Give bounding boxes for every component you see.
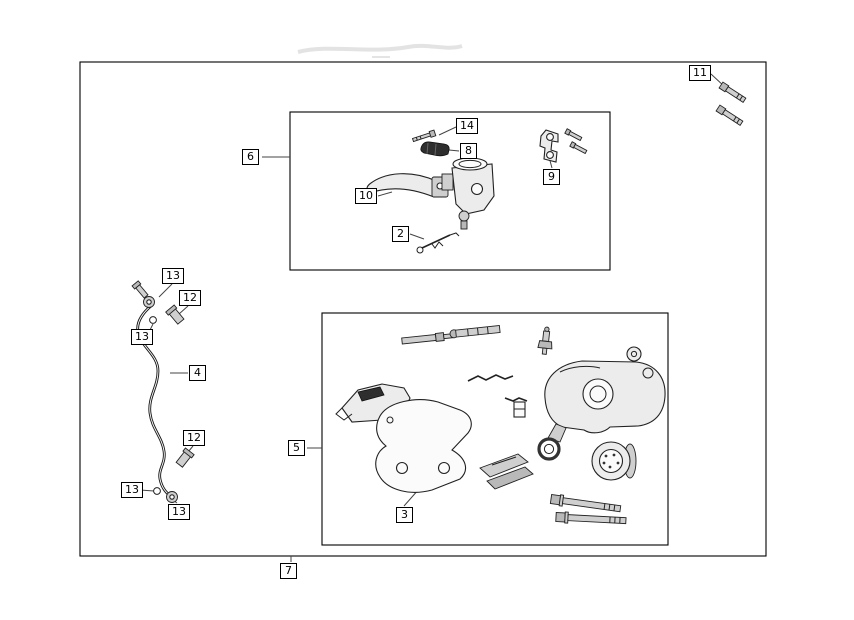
callout-8: 8 (460, 143, 477, 159)
callout-10: 10 (355, 188, 377, 204)
bolt-11a (718, 81, 747, 103)
slider-pin (401, 332, 455, 345)
master-cylinder (441, 157, 495, 230)
brake-pads (479, 453, 534, 490)
banjo-fitting-bottom (166, 491, 178, 503)
frame-group-5 (321, 312, 669, 546)
piston (591, 441, 637, 481)
scan-artifact (297, 43, 463, 58)
callout-5: 5 (288, 440, 305, 456)
grommet-12a (165, 304, 185, 325)
frame-outer (79, 61, 767, 557)
brake-lever-10 (366, 173, 449, 198)
washer-bottom (153, 487, 161, 495)
reservoir-cap (626, 346, 642, 362)
pad-spring-clip (467, 374, 528, 418)
seal-ring (537, 437, 561, 461)
screw-14 (411, 129, 437, 143)
callout-9: 9 (543, 169, 560, 185)
banjo-fitting-top (143, 296, 155, 308)
callout-13c: 13 (121, 482, 143, 498)
mounting-plate (375, 399, 472, 493)
callout-3: 3 (396, 507, 413, 523)
bolt-11b (715, 104, 744, 126)
grommet-12b (175, 447, 195, 468)
callout-14: 14 (456, 118, 478, 134)
callout-11: 11 (689, 65, 711, 81)
callout-13d: 13 (168, 504, 190, 520)
callout-7: 7 (280, 563, 297, 579)
callout-6: 6 (242, 149, 259, 165)
spring-pin-2 (416, 232, 460, 254)
mounting-bolt-b (555, 511, 627, 525)
callout-2: 2 (392, 226, 409, 242)
pad-pin (449, 325, 501, 339)
banjo-bolt-top (131, 280, 149, 299)
clamp-9 (539, 128, 588, 163)
caliper-body (544, 360, 666, 443)
callout-12a: 12 (179, 290, 201, 306)
frame-group-6 (289, 111, 611, 271)
callout-13a: 13 (162, 268, 184, 284)
callout-13b: 13 (131, 329, 153, 345)
callout-4: 4 (189, 365, 206, 381)
mounting-bolt-a (549, 494, 622, 513)
washer-top (149, 316, 157, 324)
callout-12b: 12 (183, 430, 205, 446)
bleed-screw (537, 326, 553, 355)
boot-8 (420, 141, 450, 157)
